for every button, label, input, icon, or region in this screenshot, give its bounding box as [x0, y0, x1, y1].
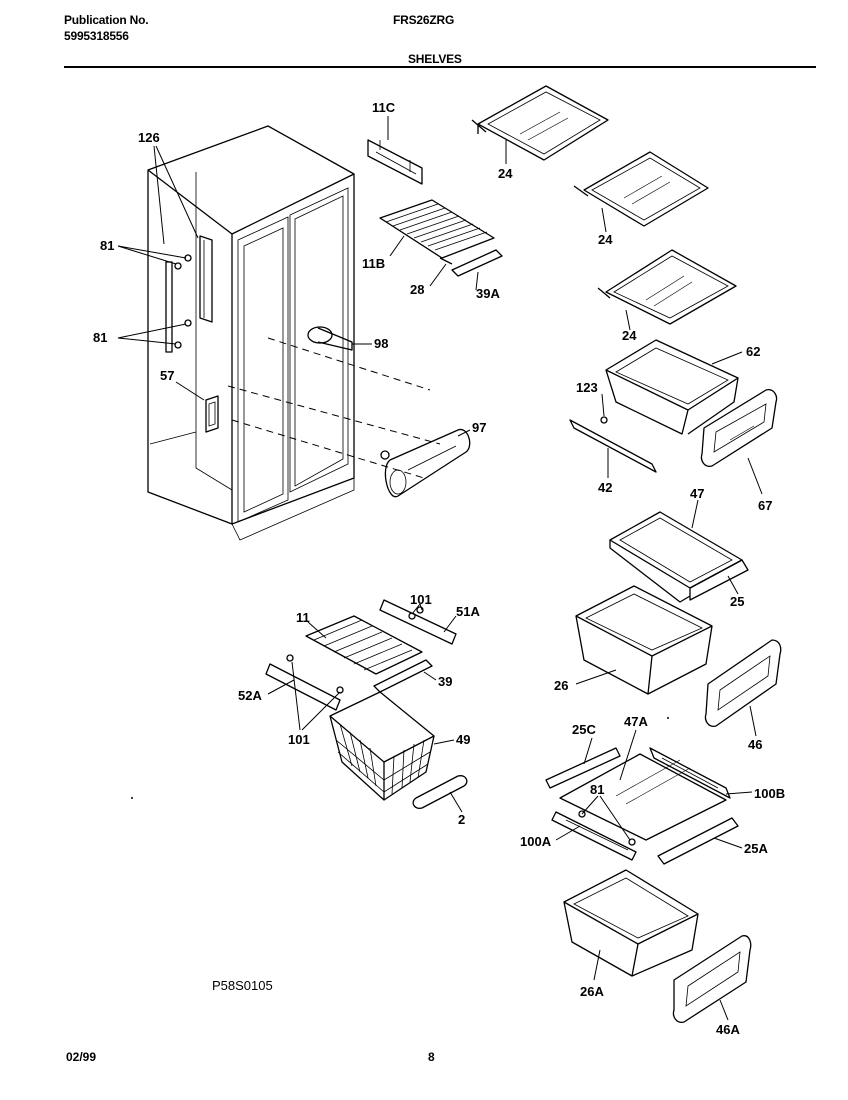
pan-62 [605, 339, 739, 435]
label-24: 24 [498, 166, 513, 181]
bracket-11c [367, 139, 423, 185]
label-25a: 25A [744, 841, 768, 856]
pan-cover-46 [704, 639, 782, 727]
label-39a: 39A [476, 286, 500, 301]
label-126: 126 [138, 130, 160, 145]
pan-cover-46a [672, 935, 752, 1023]
pan-26a [563, 869, 699, 977]
label-101: 101 [410, 592, 432, 607]
refrigerator-cabinet [147, 125, 355, 541]
pan-cover-67 [700, 389, 778, 467]
label-46a: 46A [716, 1022, 740, 1037]
publication-label: Publication No. [64, 13, 149, 27]
label-25c: 25C [572, 722, 596, 737]
rail-100a [551, 811, 637, 861]
rail-100b [649, 747, 731, 799]
label-57: 57 [160, 368, 174, 383]
header-rule [64, 66, 816, 68]
cabinet-trim-strip [199, 235, 213, 323]
label-25: 25 [730, 594, 744, 609]
label-67: 67 [758, 498, 772, 513]
glass-shelf-24-lower [597, 249, 737, 325]
rail-42 [569, 419, 657, 473]
label-81: 81 [100, 238, 114, 253]
support-28 [439, 257, 453, 265]
trim-39 [373, 659, 433, 693]
footer-date: 02/99 [66, 1050, 97, 1064]
screw-123 [600, 416, 608, 424]
cover-97 [380, 428, 471, 498]
label-42: 42 [598, 480, 612, 495]
label-62: 62 [746, 344, 760, 359]
label-2: 2 [458, 812, 465, 827]
label-24: 24 [622, 328, 637, 343]
trim-39a [451, 249, 503, 277]
label-24: 24 [598, 232, 613, 247]
rail-98 [307, 326, 353, 351]
wire-shelf-11b [379, 199, 495, 259]
screws-81-lower [174, 319, 192, 349]
label-52a: 52A [238, 688, 262, 703]
side-rail-part [165, 261, 173, 353]
cabinet-dashed-guides [227, 337, 441, 479]
label-28: 28 [410, 282, 424, 297]
label-100b: 100B [754, 786, 785, 801]
label-81: 81 [93, 330, 107, 345]
label-26: 26 [554, 678, 568, 693]
bracket-51a [379, 599, 457, 645]
screws-101 [286, 606, 424, 694]
label-100a: 100A [520, 834, 552, 849]
section-title: SHELVES [408, 52, 462, 66]
label-26a: 26A [580, 984, 604, 999]
label-81: 81 [590, 782, 604, 797]
label-47a: 47A [624, 714, 648, 729]
label-49: 49 [456, 732, 470, 747]
stray-marks [131, 717, 669, 799]
screws-81-shelf [578, 810, 636, 846]
pan-26 [575, 585, 713, 695]
label-47: 47 [690, 486, 704, 501]
label-39: 39 [438, 674, 452, 689]
rail-25c [545, 747, 621, 789]
label-97: 97 [472, 420, 486, 435]
model-number: FRS26ZRG [393, 13, 455, 27]
label-11: 11 [296, 610, 310, 625]
glass-shelf-24-top [471, 85, 609, 161]
label-11b: 11B [362, 256, 385, 271]
label-46: 46 [748, 737, 762, 752]
wire-basket-49 [329, 691, 435, 801]
label-11c: 11C [372, 100, 396, 115]
label-101: 101 [288, 732, 310, 747]
publication-number: 5995318556 [64, 29, 129, 43]
handle-2 [412, 775, 468, 809]
label-123: 123 [576, 380, 598, 395]
clip-57 [205, 395, 219, 433]
label-51a: 51A [456, 604, 480, 619]
rail-25a [657, 817, 739, 865]
page-number: 8 [428, 1050, 435, 1064]
wire-shelf-11 [305, 615, 423, 675]
rail-52a [265, 663, 341, 711]
diagram-code: P58S0105 [212, 978, 273, 993]
glass-shelf-24-middle [573, 151, 709, 227]
rail-25 [689, 559, 749, 601]
label-98: 98 [374, 336, 388, 351]
part-labels: 126 81 81 57 11C 11B 28 39A 98 97 24 24 … [93, 100, 785, 1037]
leader-lines [117, 116, 763, 1021]
